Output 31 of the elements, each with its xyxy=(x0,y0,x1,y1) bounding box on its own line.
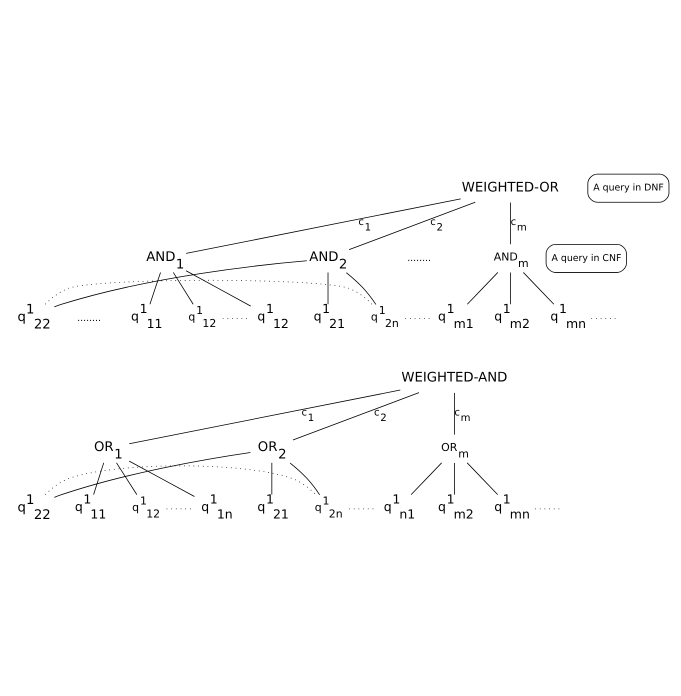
connector xyxy=(54,260,308,307)
connector xyxy=(522,272,554,304)
connector xyxy=(510,272,511,304)
connector xyxy=(466,272,498,304)
connector xyxy=(93,462,104,495)
connector xyxy=(510,202,511,244)
connector xyxy=(271,462,272,495)
connector xyxy=(150,272,161,304)
node-text: WEIGHTED-AND xyxy=(401,370,508,386)
connector xyxy=(466,462,498,495)
label: ........ xyxy=(77,312,101,324)
connector xyxy=(186,270,252,306)
connector xyxy=(44,279,372,304)
connector xyxy=(410,462,442,495)
node-text: WEIGHTED-OR xyxy=(462,180,559,195)
node-box: A query in CNF xyxy=(546,243,627,272)
connector xyxy=(116,462,138,495)
connector xyxy=(454,462,455,495)
connector xyxy=(348,201,476,250)
connector xyxy=(292,392,420,440)
node-box: A query in DNF xyxy=(587,173,670,202)
connector xyxy=(44,464,316,494)
connector xyxy=(290,462,320,495)
connector xyxy=(172,272,194,304)
connector xyxy=(454,392,455,435)
connector xyxy=(128,460,195,496)
connector xyxy=(186,198,462,254)
connector xyxy=(128,389,401,444)
connector xyxy=(346,272,376,304)
label: ........ xyxy=(407,252,432,264)
connector xyxy=(54,452,251,498)
